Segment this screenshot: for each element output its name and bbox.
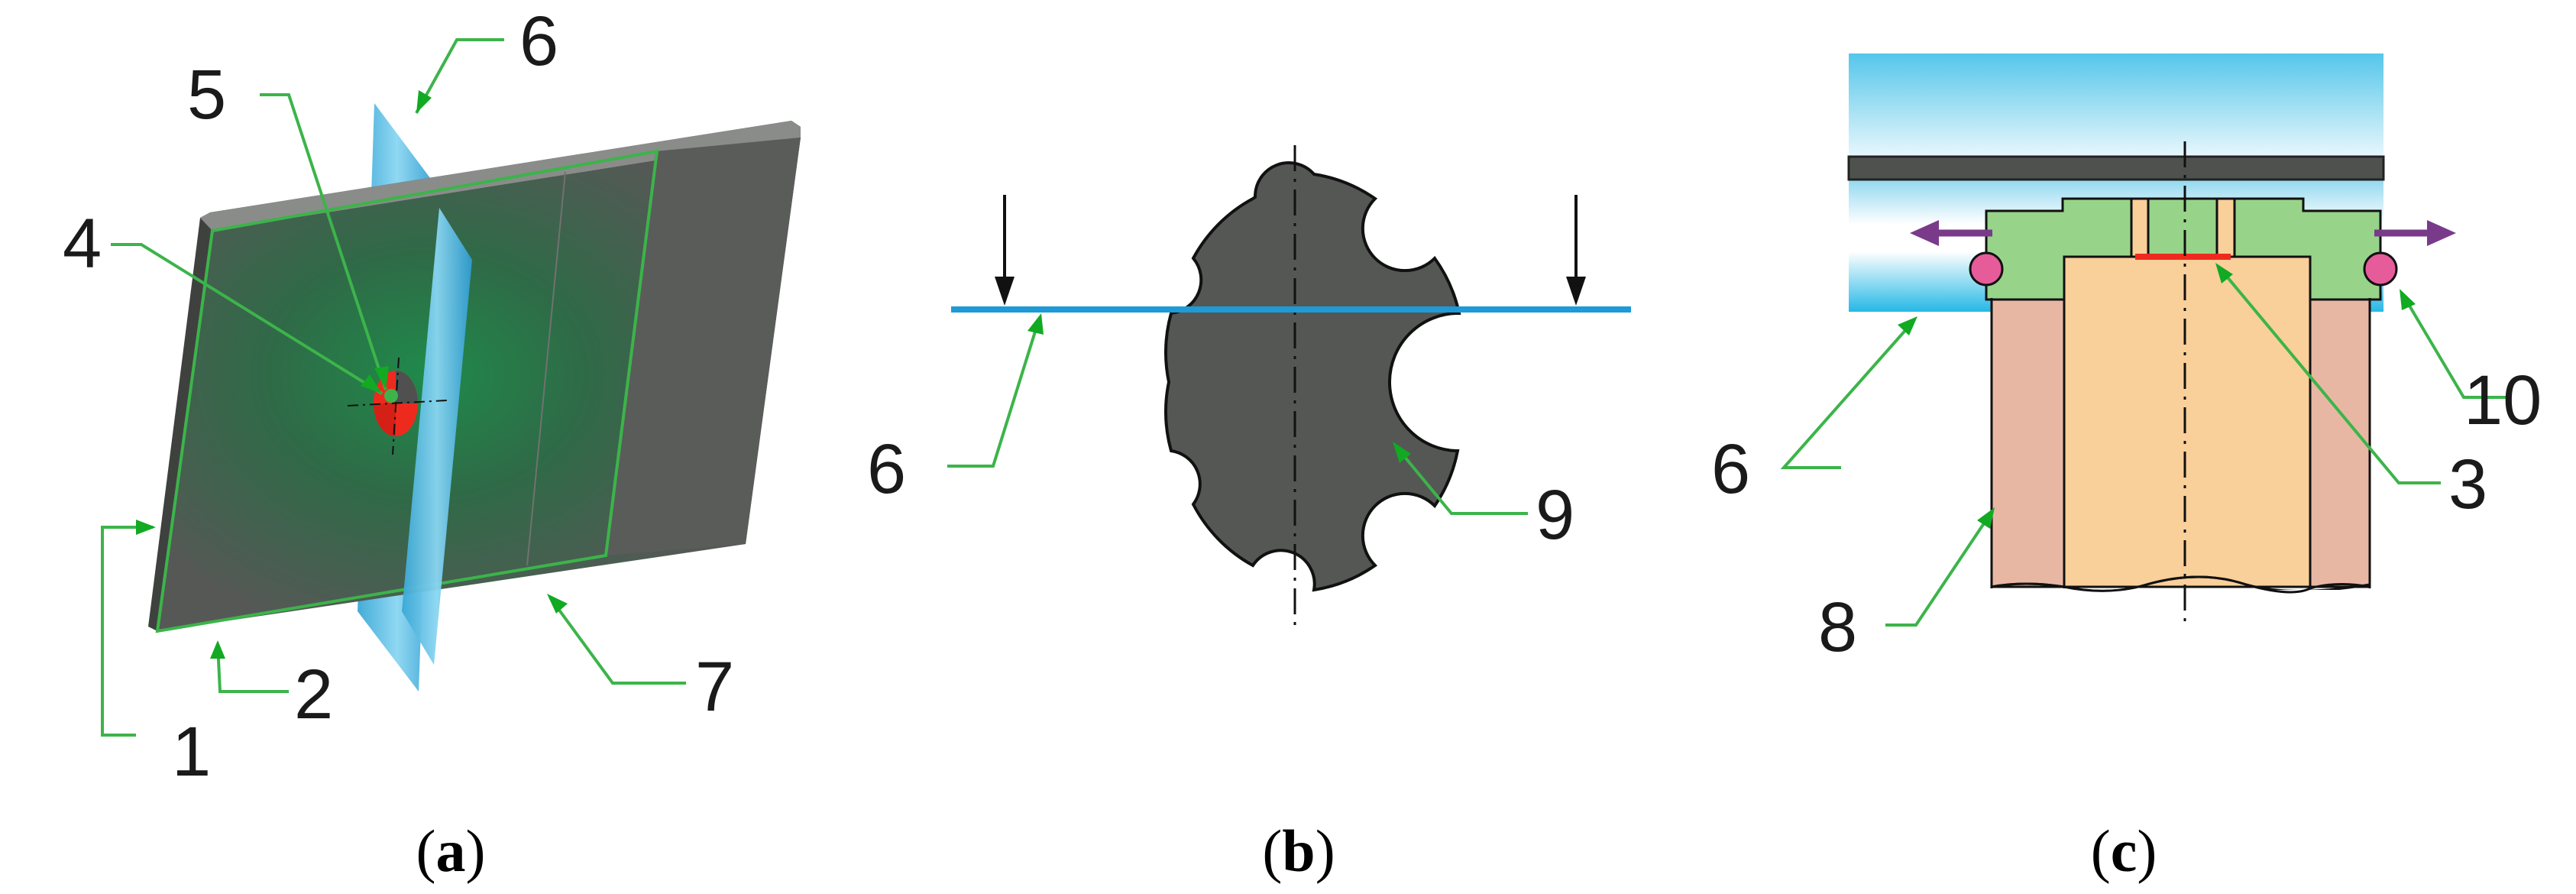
callout-5: 5 xyxy=(187,56,226,134)
callout-3: 3 xyxy=(2448,445,2487,523)
callout-10: 10 xyxy=(2464,361,2542,439)
panel-b: 6 9 (b) xyxy=(867,145,1631,884)
profile-section xyxy=(1164,161,1461,592)
caption-c: (c) xyxy=(2091,818,2157,884)
panel-c: 6 8 3 10 (c) xyxy=(1711,53,2542,884)
plate-top-edge xyxy=(200,121,801,231)
callout-2: 2 xyxy=(294,656,333,734)
caption-a: (a) xyxy=(416,818,486,884)
callout-6: 6 xyxy=(519,2,558,80)
cutting-plane-front xyxy=(402,208,472,665)
shaft xyxy=(2063,251,2312,588)
callout-7: 7 xyxy=(695,648,734,726)
ball-left xyxy=(1969,251,2004,287)
callout-4: 4 xyxy=(63,205,102,283)
callout-8: 8 xyxy=(1818,588,1857,666)
callout-1: 1 xyxy=(172,713,211,791)
water-upper xyxy=(1849,53,2383,157)
workpiece-plate xyxy=(1847,155,2385,181)
sealing-boundary xyxy=(155,149,659,633)
callout-6: 6 xyxy=(867,430,906,508)
panel-a: 6 5 4 1 2 7 (a) xyxy=(63,2,801,884)
callout-6: 6 xyxy=(1711,430,1750,508)
ball-right xyxy=(2363,251,2398,287)
caption-b: (b) xyxy=(1262,818,1335,884)
plate-right-region xyxy=(606,138,801,556)
callout-9: 9 xyxy=(1536,476,1574,554)
